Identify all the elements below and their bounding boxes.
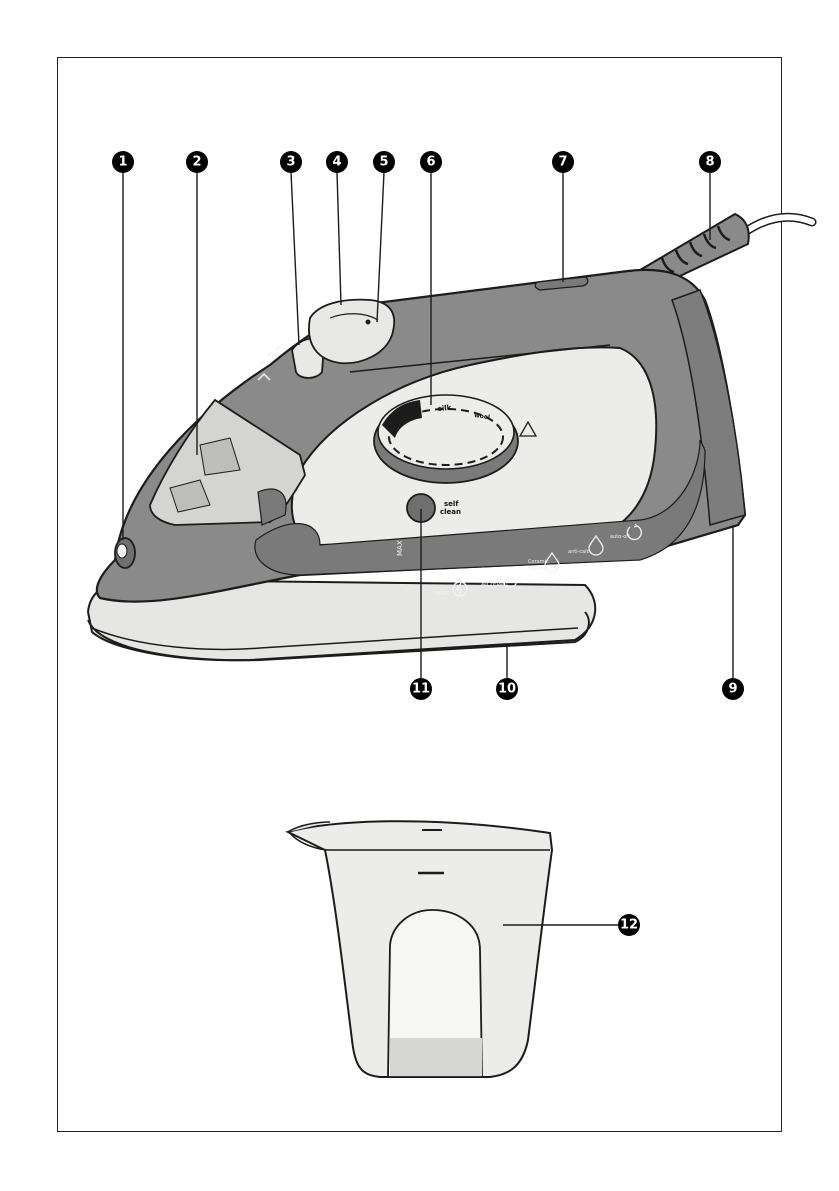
svg-text:5: 5	[379, 155, 388, 170]
svg-text:11: 11	[412, 682, 430, 697]
callout-9: 9	[722, 678, 744, 700]
leader-5	[377, 172, 384, 322]
dial-label-silk: silk	[437, 404, 452, 413]
svg-text:9: 9	[728, 682, 737, 697]
leader-4	[337, 172, 341, 305]
feature-label-anticalc: anti-calc	[568, 549, 590, 555]
water-cup-water-level	[390, 1038, 482, 1076]
svg-text:7: 7	[558, 155, 567, 170]
max-mark: MAX	[396, 540, 404, 556]
svg-text:6: 6	[426, 155, 435, 170]
water-cup-illustration	[288, 821, 552, 1077]
callout-1: 1	[112, 151, 134, 173]
callout-3: 3	[280, 151, 302, 173]
svg-text:3: 3	[286, 155, 295, 170]
svg-text:2: 2	[192, 155, 201, 170]
callout-10: 10	[496, 678, 518, 700]
callout-11: 11	[410, 678, 432, 700]
callout-8: 8	[699, 151, 721, 173]
callout-12: 12	[618, 914, 640, 936]
self-clean-label-line1: self	[444, 500, 459, 508]
callout-4: 4	[326, 151, 348, 173]
svg-text:12: 12	[620, 918, 638, 933]
callout-2: 2	[186, 151, 208, 173]
feature-label-boost: boost	[433, 590, 450, 597]
svg-text:10: 10	[498, 682, 516, 697]
feature-label-ceramic-line2: coated	[530, 566, 547, 572]
svg-text:1: 1	[118, 155, 127, 170]
svg-text:8: 8	[705, 155, 714, 170]
svg-text:4: 4	[332, 155, 341, 170]
callout-7: 7	[552, 151, 574, 173]
self-clean-label-line2: clean	[440, 508, 461, 516]
leader-3	[291, 172, 299, 345]
callout-5: 5	[373, 151, 395, 173]
callout-6: 6	[420, 151, 442, 173]
